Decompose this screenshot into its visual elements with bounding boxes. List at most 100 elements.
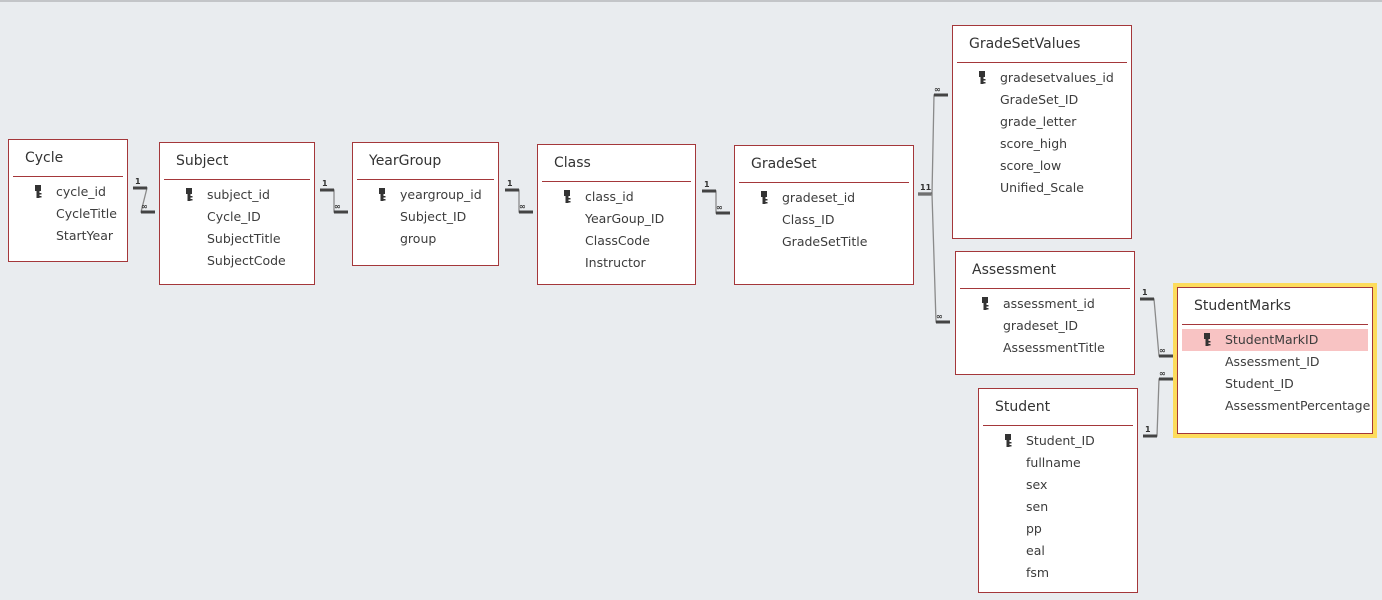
field-cycletitle[interactable]: CycleTitle — [13, 203, 123, 225]
relationship-line-gradeset-assessment[interactable] — [918, 193, 950, 323]
title-divider — [357, 179, 494, 180]
many-cardinality-label: ∞ — [141, 202, 148, 211]
many-cardinality-label: ∞ — [334, 202, 341, 211]
relationship-line-gradeset-gradesetvalues[interactable] — [918, 94, 948, 195]
table-title[interactable]: YearGroup — [369, 153, 442, 169]
field-name: GradeSet_ID — [1000, 92, 1079, 107]
table-title[interactable]: Student — [995, 399, 1051, 415]
field-student_id[interactable]: Student_ID — [983, 430, 1133, 452]
field-name: sex — [1026, 477, 1048, 492]
field-fullname[interactable]: fullname — [983, 452, 1133, 474]
many-cardinality-label: ∞ — [1159, 369, 1166, 378]
field-gradeset_id[interactable]: gradeset_id — [739, 187, 909, 209]
title-divider — [983, 425, 1133, 426]
field-name: SubjectTitle — [207, 231, 281, 246]
field-class_id[interactable]: Class_ID — [739, 209, 909, 231]
field-name: gradeset_id — [782, 190, 856, 205]
one-cardinality-label: 1 — [322, 179, 328, 188]
field-instructor[interactable]: Instructor — [542, 252, 691, 274]
table-title[interactable]: Assessment — [972, 262, 1056, 278]
field-group[interactable]: group — [357, 228, 494, 250]
title-divider — [542, 181, 691, 182]
field-subject_id[interactable]: Subject_ID — [357, 206, 494, 228]
field-name: Cycle_ID — [207, 209, 261, 224]
field-name: score_low — [1000, 158, 1062, 173]
field-subjectcode[interactable]: SubjectCode — [164, 250, 310, 272]
field-name: Unified_Scale — [1000, 180, 1084, 195]
title-divider — [164, 179, 310, 180]
field-sen[interactable]: sen — [983, 496, 1133, 518]
field-gradeset_id[interactable]: gradeset_ID — [960, 315, 1130, 337]
field-assessmentpercentage[interactable]: AssessmentPercentage — [1182, 395, 1370, 417]
field-name: class_id — [585, 189, 634, 204]
field-grade_letter[interactable]: grade_letter — [957, 111, 1127, 133]
field-gradeset_id[interactable]: GradeSet_ID — [957, 89, 1127, 111]
field-cycle_id[interactable]: cycle_id — [13, 181, 123, 203]
field-name: CycleTitle — [56, 206, 117, 221]
field-yeargoup_id[interactable]: YearGoup_ID — [542, 208, 691, 230]
field-name: Class_ID — [782, 212, 835, 227]
selection-outline — [1173, 283, 1377, 438]
field-sex[interactable]: sex — [983, 474, 1133, 496]
table-title[interactable]: StudentMarks — [1194, 298, 1291, 314]
field-student_id[interactable]: Student_ID — [1182, 373, 1368, 395]
primary-key-icon — [979, 70, 986, 84]
field-name: ClassCode — [585, 233, 650, 248]
field-assessmenttitle[interactable]: AssessmentTitle — [960, 337, 1130, 359]
title-divider — [1182, 324, 1368, 325]
field-subjecttitle[interactable]: SubjectTitle — [164, 228, 310, 250]
field-classcode[interactable]: ClassCode — [542, 230, 691, 252]
field-name: eal — [1026, 543, 1045, 558]
field-name: fullname — [1026, 455, 1081, 470]
primary-key-icon — [1204, 332, 1211, 346]
field-name: Assessment_ID — [1225, 354, 1320, 369]
field-name: group — [400, 231, 437, 246]
field-assessment_id[interactable]: assessment_id — [960, 293, 1130, 315]
field-name: Instructor — [585, 255, 646, 270]
field-unified_scale[interactable]: Unified_Scale — [957, 177, 1127, 199]
field-fsm[interactable]: fsm — [983, 562, 1133, 584]
many-cardinality-label: ∞ — [1159, 346, 1166, 355]
field-startyear[interactable]: StartYear — [13, 225, 123, 247]
field-gradesetvalues_id[interactable]: gradesetvalues_id — [957, 67, 1127, 89]
field-pp[interactable]: pp — [983, 518, 1133, 540]
primary-key-icon — [1005, 433, 1012, 447]
table-title[interactable]: Subject — [176, 153, 229, 169]
primary-key-icon — [982, 296, 989, 310]
field-assessment_id[interactable]: Assessment_ID — [1182, 351, 1368, 373]
table-title[interactable]: Cycle — [25, 150, 64, 166]
title-divider — [960, 288, 1130, 289]
field-cycle_id[interactable]: Cycle_ID — [164, 206, 310, 228]
primary-key-icon — [564, 189, 571, 203]
field-gradesettitle[interactable]: GradeSetTitle — [739, 231, 909, 253]
field-class_id[interactable]: class_id — [542, 186, 691, 208]
field-studentmarkid[interactable]: StudentMarkID — [1182, 329, 1368, 351]
table-title[interactable]: GradeSet — [751, 156, 817, 172]
relationship-line-assessment-studentmarks[interactable] — [1140, 298, 1173, 357]
field-score_low[interactable]: score_low — [957, 155, 1127, 177]
field-name: score_high — [1000, 136, 1068, 151]
field-subject_id[interactable]: subject_id — [164, 184, 310, 206]
many-cardinality-label: ∞ — [519, 202, 526, 211]
title-divider — [739, 182, 909, 183]
table-title[interactable]: Class — [554, 155, 591, 171]
field-name: SubjectCode — [207, 253, 286, 268]
table-title[interactable]: GradeSetValues — [969, 36, 1081, 52]
field-eal[interactable]: eal — [983, 540, 1133, 562]
field-yeargroup_id[interactable]: yeargroup_id — [357, 184, 494, 206]
field-score_high[interactable]: score_high — [957, 133, 1127, 155]
